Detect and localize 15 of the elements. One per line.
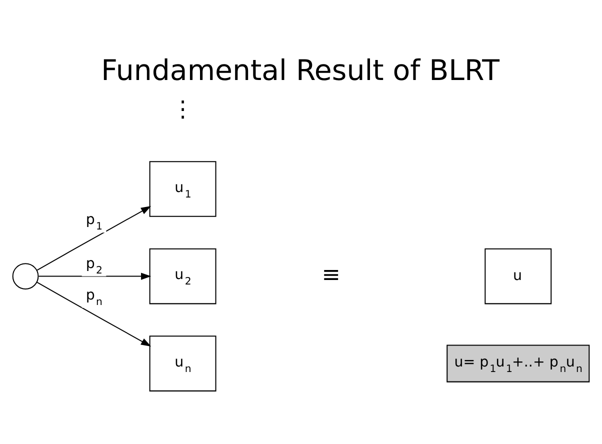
node-box: u$_{2}$ (149, 248, 216, 304)
node-box: u$_{n}$ (149, 336, 216, 392)
node-circle (12, 263, 39, 290)
arrow (36, 282, 152, 347)
node-box: u= p$_{1}$u$_{1}$+..+ p$_{n}$u$_{n}$ (446, 344, 590, 382)
edge-label: p$_{2}$ (86, 256, 102, 276)
node-box: u (484, 248, 552, 304)
diagram-title: Fundamental Result of BLRT (101, 54, 500, 87)
edge-label: p$_{n}$ (86, 287, 102, 308)
label: ≡ (322, 262, 341, 288)
arrow (36, 206, 152, 271)
label: ⋮ (172, 96, 194, 123)
node-box: u$_{1}$ (149, 161, 216, 217)
arrow (38, 272, 152, 280)
edge-label: p$_{1}$ (86, 212, 102, 233)
